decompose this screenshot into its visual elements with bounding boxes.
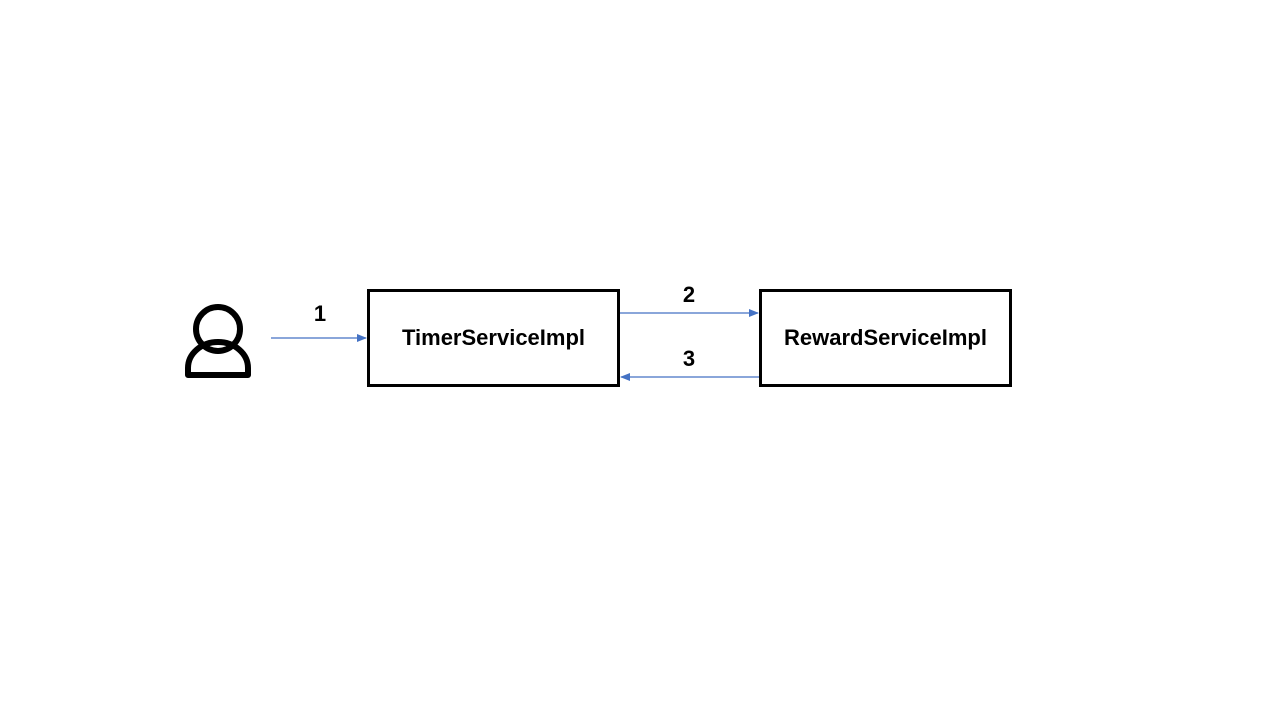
user-icon [185, 304, 251, 378]
timer-service-label: TimerServiceImpl [401, 325, 586, 350]
step-label-3: 3 [682, 346, 696, 371]
timer-service-node: TimerServiceImpl [367, 289, 620, 387]
step-label-1: 1 [313, 301, 327, 326]
step-label-2: 2 [682, 282, 696, 307]
reward-service-node: RewardServiceImpl [759, 289, 1012, 387]
reward-service-label: RewardServiceImpl [784, 325, 987, 350]
